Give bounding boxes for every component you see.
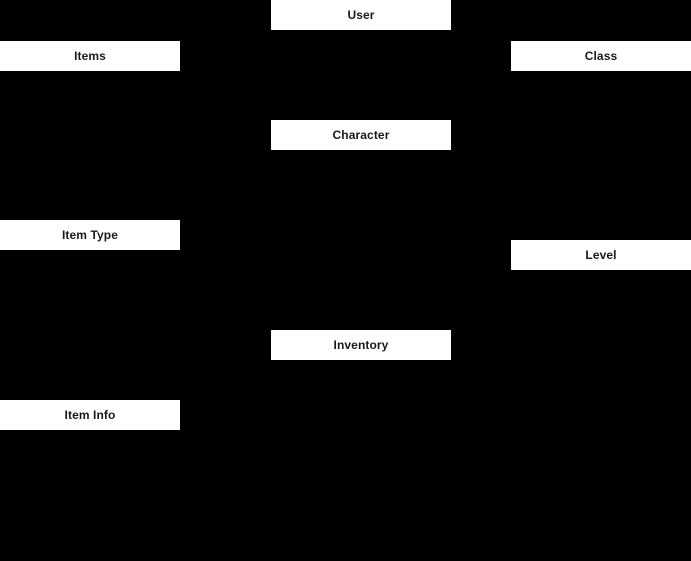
entity-label-class: Class xyxy=(584,49,618,63)
entity-node-level[interactable]: Level xyxy=(511,240,691,270)
entity-node-item-type[interactable]: Item Type xyxy=(0,220,180,250)
entity-label-level: Level xyxy=(585,248,617,262)
entity-node-character[interactable]: Character xyxy=(271,120,451,150)
entity-label-inventory: Inventory xyxy=(333,338,389,352)
entity-node-item-info[interactable]: Item Info xyxy=(0,400,180,430)
entity-label-item-type: Item Type xyxy=(61,228,119,242)
entity-node-items[interactable]: Items xyxy=(0,41,180,71)
entity-label-item-info: Item Info xyxy=(64,408,116,422)
entity-node-inventory[interactable]: Inventory xyxy=(271,330,451,360)
entity-node-class[interactable]: Class xyxy=(511,41,691,71)
entity-label-user: User xyxy=(347,8,375,22)
entity-label-items: Items xyxy=(74,49,106,63)
entity-node-user[interactable]: User xyxy=(271,0,451,30)
entity-label-character: Character xyxy=(332,128,390,142)
